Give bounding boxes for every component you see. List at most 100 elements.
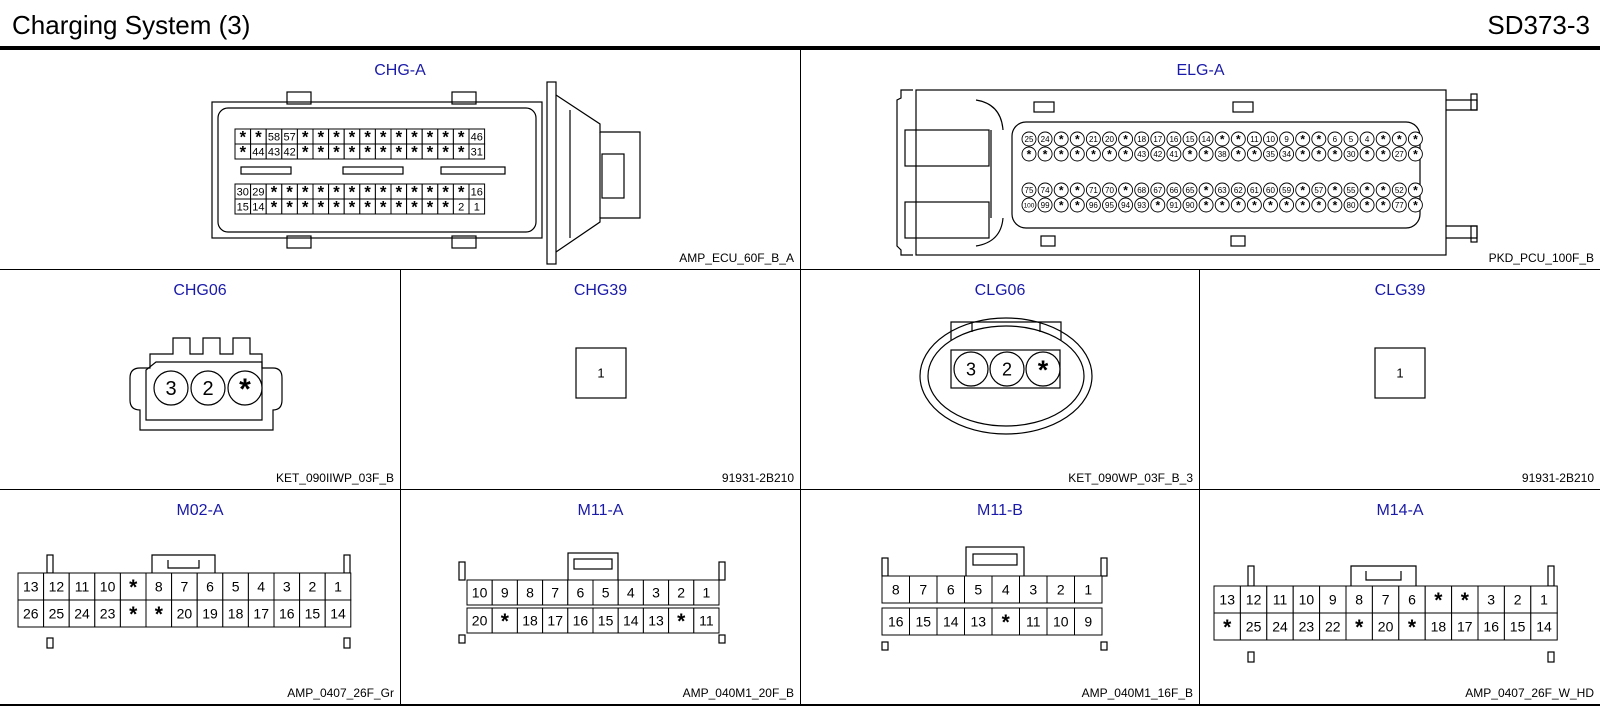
- pin-number: 22: [1325, 619, 1341, 635]
- pin-cell: [324, 572, 352, 601]
- pin-number: 18: [522, 613, 538, 629]
- empty-pin-mark: *: [427, 144, 434, 162]
- pin-cavity: [1263, 197, 1278, 213]
- pin-number: 1: [474, 201, 480, 213]
- connector-name: M14-A: [1376, 502, 1424, 519]
- pin-number: 3: [165, 378, 176, 400]
- empty-pin-mark: *: [442, 144, 449, 162]
- pin-cavity: [1085, 182, 1101, 198]
- empty-pin-mark: *: [271, 199, 278, 217]
- pin-number: 67: [1153, 186, 1162, 195]
- pin-cavity: [1021, 131, 1037, 147]
- pin-cell: [222, 599, 249, 628]
- empty-pin-mark: *: [349, 144, 356, 162]
- pin-cavity: [1359, 131, 1375, 147]
- pin-number: 52: [1395, 186, 1404, 195]
- empty-pin-mark: *: [1365, 183, 1370, 197]
- connector-part-number: AMP_0407_26F_W_HD: [1465, 686, 1594, 700]
- pin-cavity: [1375, 182, 1391, 198]
- pin-cavity: [1375, 146, 1391, 162]
- empty-pin-mark: *: [1223, 616, 1232, 639]
- pin-cavity: [1150, 197, 1166, 213]
- pin-cavity: [1118, 182, 1134, 198]
- pin-number: 26: [23, 606, 39, 622]
- pin-cavity: [1343, 182, 1359, 198]
- pin-number: 15: [598, 613, 614, 629]
- pin-cavity: [1279, 197, 1295, 213]
- pin-number: 99: [1041, 201, 1050, 210]
- empty-pin-mark: *: [1333, 198, 1338, 212]
- pin-cavity: [1311, 197, 1327, 213]
- pin-cavity: [1295, 182, 1311, 198]
- pin-number: 10: [1299, 592, 1315, 608]
- empty-pin-mark: *: [1075, 132, 1080, 146]
- pin-number: 34: [1282, 150, 1291, 159]
- connector-name: M02-A: [176, 502, 224, 519]
- empty-pin-mark: *: [1075, 183, 1080, 197]
- pin-number: 19: [202, 606, 218, 622]
- pin-number: 4: [1002, 582, 1010, 598]
- empty-pin-mark: *: [1252, 198, 1257, 212]
- pin-cavity: [1246, 131, 1262, 147]
- pin-cavity: [1327, 146, 1343, 162]
- empty-pin-mark: *: [458, 184, 465, 202]
- diagram-header: Charging System (3) SD373-3: [0, 0, 1600, 50]
- empty-pin-mark: *: [1091, 147, 1096, 161]
- pin-number: 96: [1089, 201, 1098, 210]
- pin-cell: [592, 579, 619, 606]
- pin-cavity: [1246, 197, 1262, 213]
- pin-number: 11: [75, 579, 90, 595]
- pin-cell: [273, 599, 301, 628]
- empty-pin-mark: *: [1155, 198, 1160, 212]
- pin-cell: [1074, 575, 1103, 604]
- empty-pin-mark: *: [1043, 147, 1048, 161]
- pin-number: 17: [253, 606, 269, 622]
- pin-cavity: [1053, 182, 1069, 198]
- pin-number: 80: [1347, 201, 1356, 210]
- pin-cavity: [1102, 131, 1117, 147]
- pin-cavity: [1198, 131, 1214, 147]
- pin-cavity: [1343, 131, 1359, 147]
- empty-pin-mark: *: [1075, 147, 1080, 161]
- empty-pin-mark: *: [349, 199, 356, 217]
- empty-pin-mark: *: [302, 199, 309, 217]
- pin-number: 41: [1169, 150, 1178, 159]
- pin-number: 20: [1378, 619, 1394, 635]
- pin-number: 25: [1246, 619, 1262, 635]
- empty-pin-mark: *: [458, 129, 465, 147]
- empty-pin-mark: *: [427, 199, 434, 217]
- empty-pin-mark: *: [333, 144, 340, 162]
- pin-number: 60: [1266, 186, 1275, 195]
- pin-number: 16: [1169, 135, 1178, 144]
- empty-pin-mark: *: [1059, 198, 1064, 212]
- pin-cell: [1074, 607, 1103, 636]
- pin-number: 4: [627, 585, 635, 601]
- pin-number: 2: [458, 201, 464, 213]
- pin-number: 55: [1347, 186, 1356, 195]
- pin-cell: [1046, 607, 1075, 636]
- connector-name: M11-B: [977, 502, 1023, 519]
- pin-cell: [991, 575, 1020, 604]
- pin-cavity: [1069, 146, 1085, 162]
- pin-cell: [466, 579, 493, 606]
- pin-number: 30: [1347, 150, 1356, 159]
- pin-cavity: [1166, 146, 1182, 162]
- pin-number: 1: [334, 579, 342, 595]
- empty-pin-mark: *: [286, 199, 293, 217]
- empty-pin-mark: *: [302, 184, 309, 202]
- pin-cell: [68, 572, 96, 601]
- pin-number: 74: [1041, 186, 1050, 195]
- empty-pin-mark: *: [396, 199, 403, 217]
- empty-pin-mark: *: [1123, 132, 1128, 146]
- pin-cavity: [153, 370, 189, 406]
- empty-pin-mark: *: [1300, 132, 1305, 146]
- pin-cell: [642, 607, 670, 634]
- pin-number: 23: [100, 606, 116, 622]
- connector-part-number: AMP_ECU_60F_B_A: [679, 251, 794, 265]
- pin-cavity: [1021, 182, 1037, 198]
- pin-cell: [1424, 612, 1453, 641]
- pin-number: 93: [1137, 201, 1146, 210]
- pin-number: 25: [1025, 135, 1034, 144]
